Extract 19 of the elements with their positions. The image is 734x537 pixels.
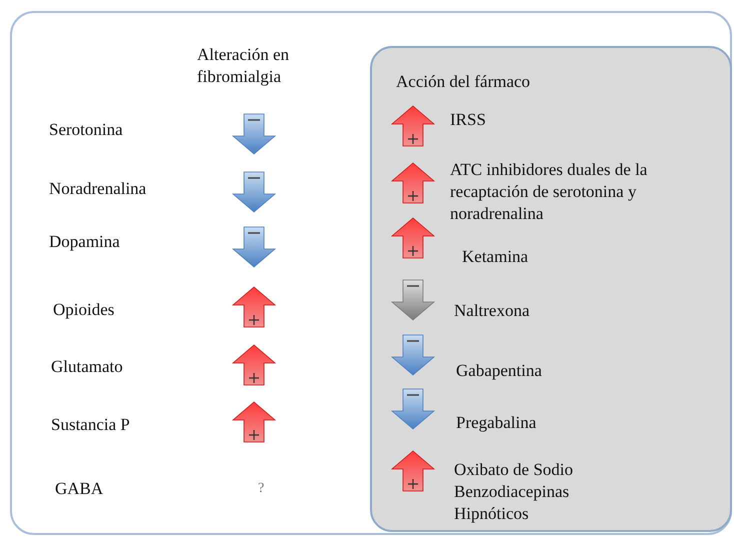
- neurotransmitter-label: GABA: [55, 478, 104, 500]
- drug-action-panel: [370, 46, 732, 532]
- neurotransmitter-label: Serotonina: [49, 119, 124, 141]
- drug-label: Pregabalina: [456, 412, 538, 434]
- drug-label: ATC inhibidores duales de la recaptación de serotonina y noradrenalina: [450, 159, 648, 225]
- unknown-mark: ?: [258, 480, 266, 498]
- neurotransmitter-label: Opioides: [53, 299, 116, 321]
- neurotransmitter-label: Dopamina: [49, 231, 121, 253]
- column-heading: Alteración en fibromialgia: [197, 44, 290, 88]
- drug-label: Naltrexona: [454, 300, 531, 322]
- neurotransmitter-label: Sustancia P: [51, 414, 131, 436]
- neurotransmitter-label: Noradrenalina: [49, 178, 148, 200]
- drug-label: IRSS: [450, 109, 487, 131]
- drug-label: Gabapentina: [456, 360, 543, 382]
- drug-label: Oxibato de Sodio Benzodiacepinas Hipnóticos: [454, 459, 574, 525]
- column-heading: Acción del fármaco: [396, 71, 532, 93]
- outer-frame: [10, 11, 732, 535]
- drug-label: Ketamina: [462, 246, 530, 268]
- neurotransmitter-label: Glutamato: [51, 356, 124, 378]
